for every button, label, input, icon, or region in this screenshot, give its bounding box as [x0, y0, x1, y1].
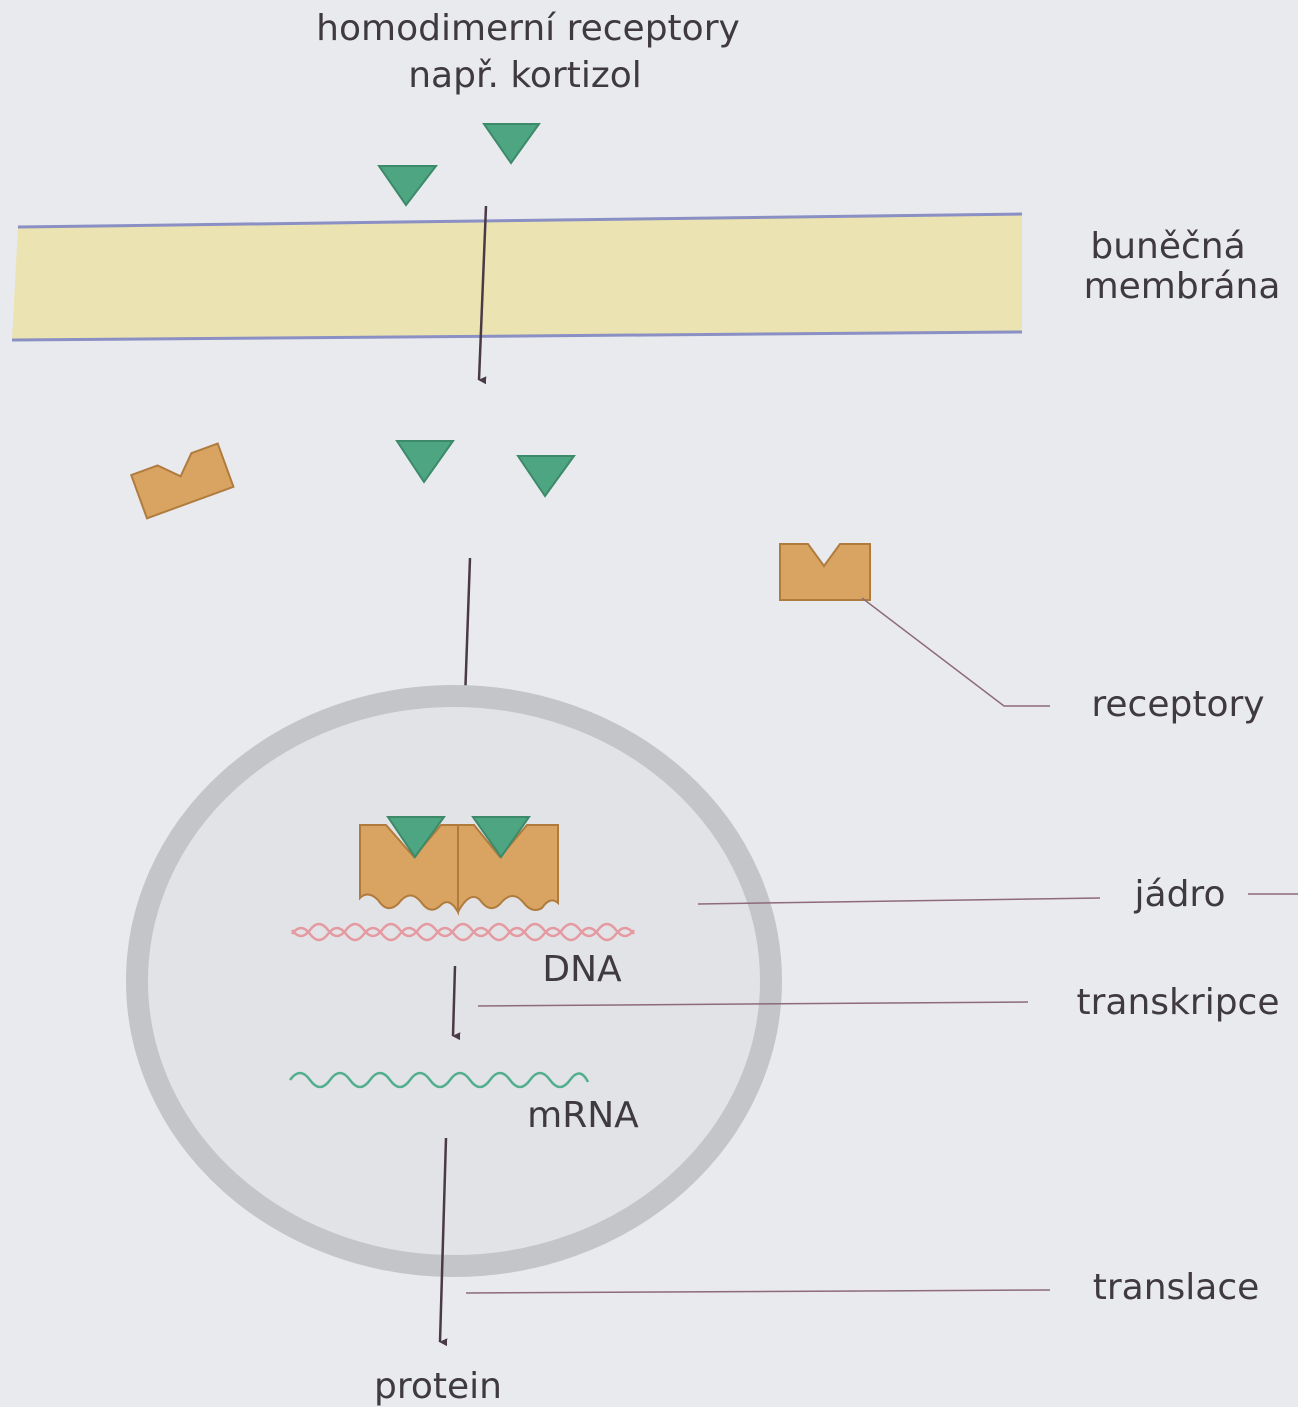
- nucleus-label: jádro: [1134, 874, 1226, 915]
- title-line-1: homodimerní receptory: [316, 8, 740, 49]
- mrna-label: mRNA: [527, 1095, 639, 1136]
- receptor-dimer: [360, 817, 558, 912]
- membrane-label-line-2: membrána: [1084, 266, 1281, 307]
- receptors-label: receptory: [1091, 684, 1264, 725]
- translation-label: translace: [1093, 1267, 1260, 1308]
- protein-label: protein: [374, 1366, 502, 1407]
- transcription-label: transkripce: [1077, 982, 1280, 1023]
- membrane-label-line-1: buněčná: [1090, 226, 1245, 267]
- cell-membrane: [12, 214, 1022, 340]
- dna-label: DNA: [542, 949, 622, 990]
- title-line-2: např. kortizol: [408, 55, 642, 96]
